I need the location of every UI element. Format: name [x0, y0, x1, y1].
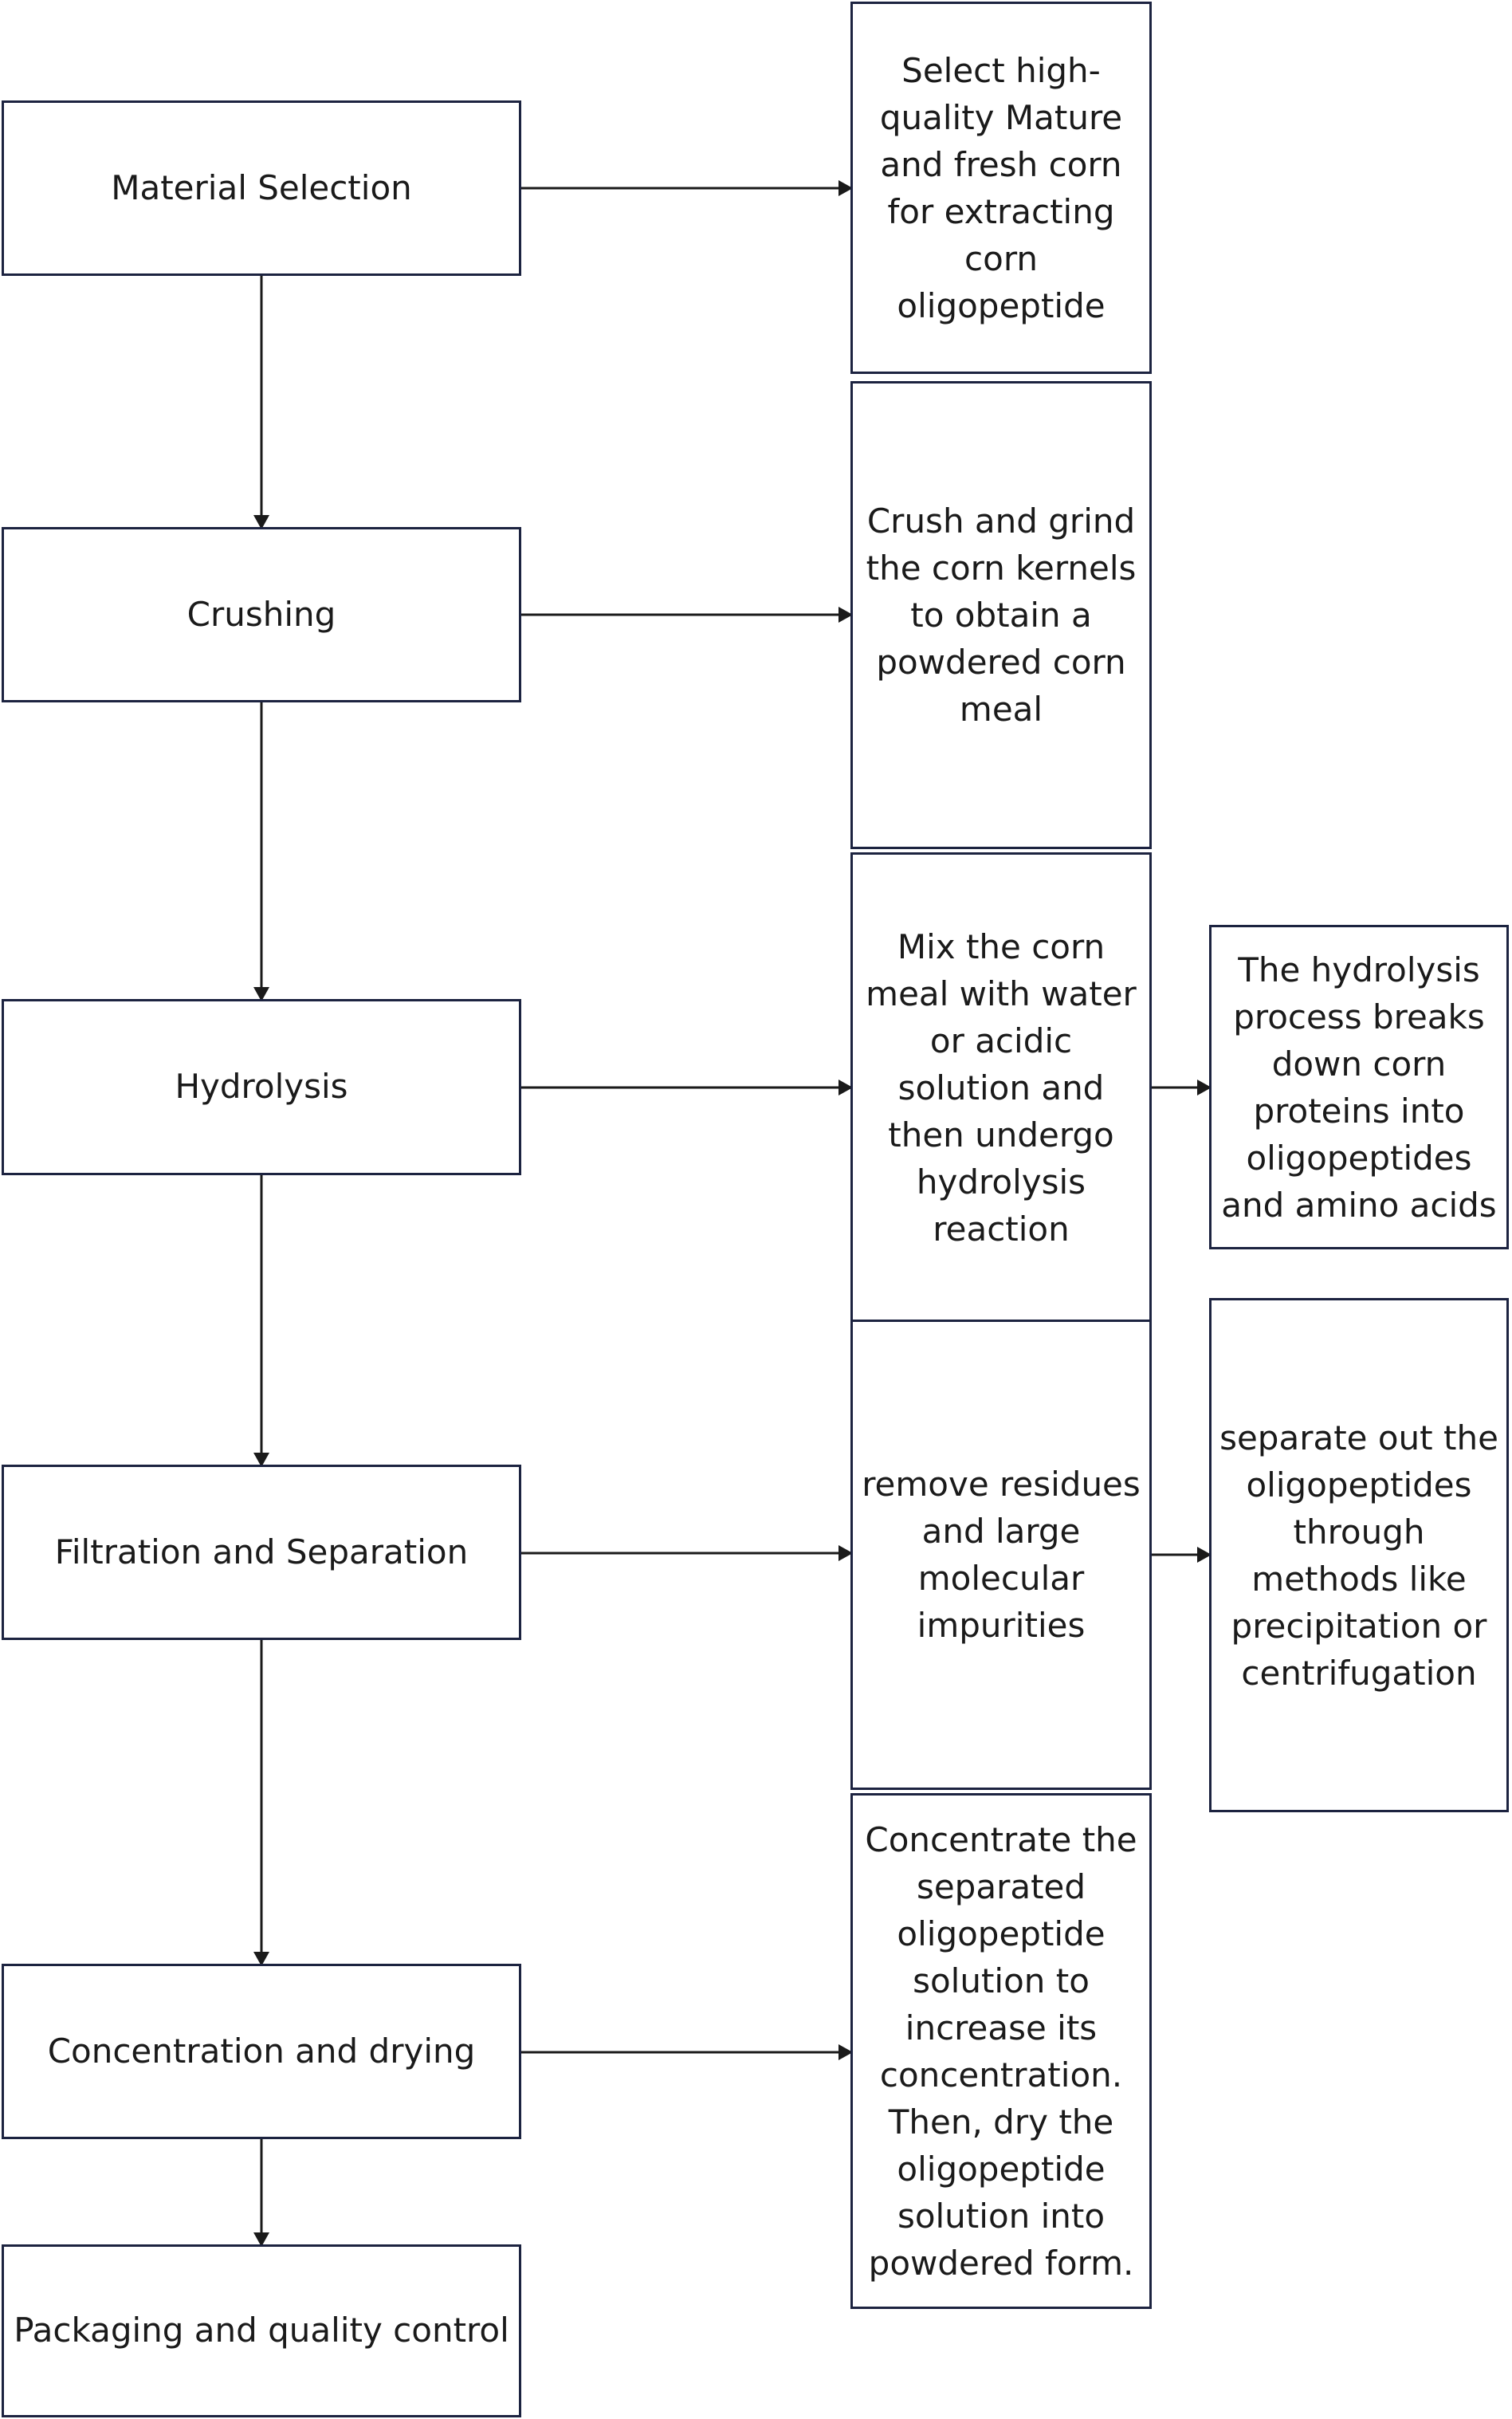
step-filtration-separation-label: Filtration and Separation	[54, 1532, 469, 1571]
note-hydrolysis: Mix the corn meal with water or acidic s…	[850, 852, 1152, 1323]
note-hydrolysis-result-text: The hydrolysis process breaks down corn …	[1221, 950, 1497, 1225]
arrow-hydrolysis-note-to-result	[1151, 1080, 1212, 1095]
step-concentration-drying-label: Concentration and drying	[47, 2031, 476, 2071]
note-filtration-result-text: separate out the oligopeptides through m…	[1219, 1418, 1498, 1693]
step-hydrolysis: Hydrolysis	[2, 999, 521, 1175]
note-material-selection-text: Select high-quality Mature and fresh cor…	[879, 50, 1123, 325]
arrow-concentration-to-packaging	[253, 2138, 269, 2247]
note-material-selection: Select high-quality Mature and fresh cor…	[850, 2, 1152, 374]
note-filtration-text: remove residues and large molecular impu…	[862, 1465, 1141, 1645]
arrow-hydrolysis-to-filtration	[253, 1175, 269, 1467]
step-packaging-quality-control: Packaging and quality control	[2, 2244, 521, 2417]
arrow-concentration-to-note	[521, 2044, 853, 2060]
step-material-selection-label: Material Selection	[111, 167, 412, 207]
note-concentration-text: Concentrate the separated oligopeptide s…	[865, 1819, 1137, 2283]
note-filtration: remove residues and large molecular impu…	[850, 1320, 1152, 1790]
note-crushing-text: Crush and grind the corn kernels to obta…	[866, 502, 1137, 729]
note-crushing: Crush and grind the corn kernels to obta…	[850, 381, 1152, 849]
arrow-filtration-note-to-result	[1151, 1547, 1212, 1563]
arrow-crushing-to-hydrolysis	[253, 702, 269, 1001]
step-crushing-label: Crushing	[187, 594, 336, 634]
step-filtration-separation: Filtration and Separation	[2, 1465, 521, 1640]
note-concentration: Concentrate the separated oligopeptide s…	[850, 1793, 1152, 2309]
note-filtration-result: separate out the oligopeptides through m…	[1209, 1298, 1509, 1812]
arrow-hydrolysis-to-note	[521, 1080, 853, 1095]
arrow-material-to-crushing	[253, 276, 269, 529]
arrow-crushing-to-note	[521, 607, 853, 623]
note-hydrolysis-result: The hydrolysis process breaks down corn …	[1209, 925, 1509, 1249]
step-crushing: Crushing	[2, 527, 521, 702]
step-packaging-quality-control-label: Packaging and quality control	[14, 2311, 509, 2350]
arrow-material-to-note	[521, 180, 853, 196]
step-material-selection: Material Selection	[2, 100, 521, 276]
arrow-filtration-to-concentration	[253, 1639, 269, 1966]
step-concentration-drying: Concentration and drying	[2, 1964, 521, 2139]
arrow-filtration-to-note	[521, 1545, 853, 1561]
note-hydrolysis-text: Mix the corn meal with water or acidic s…	[866, 926, 1137, 1249]
step-hydrolysis-label: Hydrolysis	[175, 1067, 348, 1107]
